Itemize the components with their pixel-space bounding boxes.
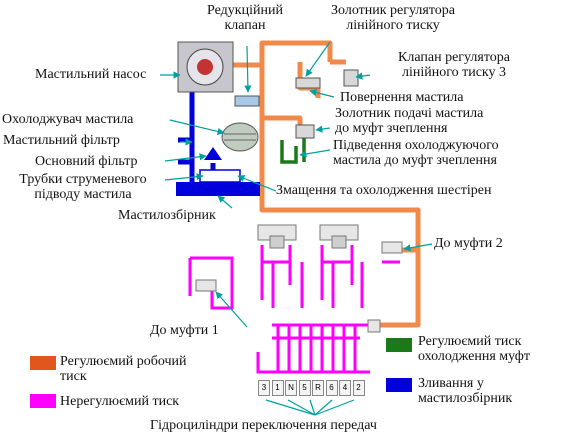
gear-label-3: 3 [258, 380, 270, 396]
gear-label-6: 6 [325, 380, 338, 396]
oil-cooler-label: Охолоджувач мастила [2, 112, 134, 127]
oil-cooler [221, 122, 259, 152]
line-pressure-spool-body [295, 77, 321, 89]
legend-swatch-unregulated [30, 394, 56, 408]
oil-sump-tank [176, 182, 260, 196]
clutch-1-valve [195, 279, 217, 292]
oil-filter-label: Мастильний фільтр [3, 133, 120, 148]
reducing-valve-body [234, 95, 260, 107]
oil-return-label: Повернення мастила [340, 90, 464, 105]
oil-pump [177, 41, 234, 93]
gear-label-2: 2 [352, 380, 365, 396]
cooling-lines [280, 136, 306, 164]
gear-lube-label: Змащення та охолодження шестірен [276, 183, 492, 198]
line-pressure-valve-body [343, 69, 359, 87]
shift-cylinders-label: Гідроциліндри переключення передач [150, 418, 377, 433]
legend-swatch-cooling [386, 338, 412, 352]
gear-label-r: R [312, 380, 324, 396]
legend-swatch-regulated-working [30, 356, 56, 370]
shift-valve-block-right [319, 224, 359, 249]
gear-label-n: N [285, 380, 297, 396]
main-filter-icon [204, 147, 222, 160]
gear-label-1: 1 [271, 380, 284, 396]
legend-label-unregulated: Нерегулюємий тиск [60, 394, 180, 409]
legend-swatch-drain [386, 378, 412, 392]
jet-tubes [199, 169, 241, 183]
to-clutch-1-label: До муфти 1 [150, 323, 219, 338]
oil-sump-label: Мастилозбірник [118, 208, 216, 223]
unregulated-pressure-lines [188, 245, 400, 374]
gear-label-4: 4 [339, 380, 351, 396]
main-filter-label: Основний фільтр [35, 154, 138, 169]
clutch-2-valve [381, 241, 403, 254]
clutch-2-accumulator [367, 319, 381, 333]
to-clutch-2-label: До муфти 2 [434, 236, 503, 251]
leader-arrows [160, 41, 433, 416]
shift-valve-block-left [257, 224, 297, 249]
clutch-feed-spool-body [295, 124, 315, 139]
oil-pump-label: Мастильний насос [35, 67, 147, 82]
gear-label-5: 5 [298, 380, 311, 396]
